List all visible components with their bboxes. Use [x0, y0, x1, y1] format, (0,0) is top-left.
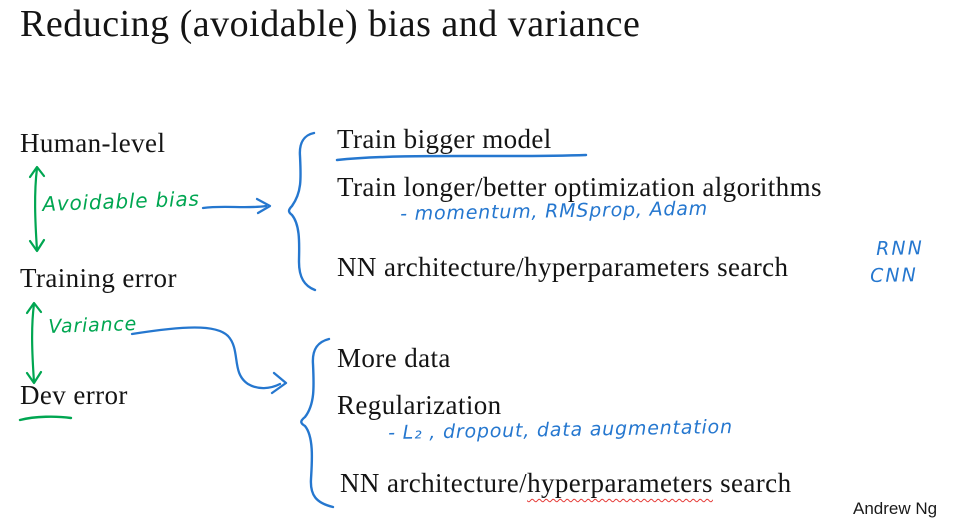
cnn-handnote: CNN — [870, 264, 919, 287]
nn-search-misspelled-word: hyperparameters — [527, 468, 713, 498]
rnn-handnote: RNN — [876, 237, 925, 260]
nn-search-post: search — [712, 468, 792, 498]
remedy-train-longer: Train longer/better optimization algorit… — [337, 172, 822, 202]
remedy-regularization: Regularization — [337, 390, 502, 420]
bias-pointer-arrow-icon — [201, 197, 272, 215]
training-error-label: Training error — [20, 263, 177, 293]
bias-brace-icon — [287, 131, 317, 292]
page-title: Reducing (avoidable) bias and variance — [20, 3, 641, 45]
dev-error-label: Dev error — [20, 380, 128, 410]
variance-note: Variance — [48, 312, 138, 338]
remedy-nn-search-bias: NN architecture/hyperparameters search — [337, 252, 789, 282]
remedy-more-data: More data — [337, 343, 451, 373]
regularizers-handnote: - L₂ , dropout, data augmentation — [388, 415, 734, 444]
dev-underline — [18, 415, 73, 422]
optimizers-handnote: - momentum, RMSprop, Adam — [400, 197, 709, 225]
variance-arrow-icon — [25, 301, 43, 385]
human-level-label: Human-level — [20, 128, 166, 158]
avoidable-bias-arrow-icon — [28, 165, 46, 253]
author-credit: Andrew Ng — [853, 499, 938, 518]
avoidable-bias-note: Avoidable bias — [42, 186, 201, 216]
remedy-train-bigger-model: Train bigger model — [337, 124, 552, 154]
variance-pointer-arrow-icon — [130, 326, 288, 395]
train-bigger-underline — [335, 153, 588, 162]
variance-brace-icon — [300, 337, 335, 509]
remedy-nn-search-variance: NN architecture/hyperparameters search — [340, 468, 791, 499]
nn-search-pre: NN architecture/ — [340, 468, 528, 498]
